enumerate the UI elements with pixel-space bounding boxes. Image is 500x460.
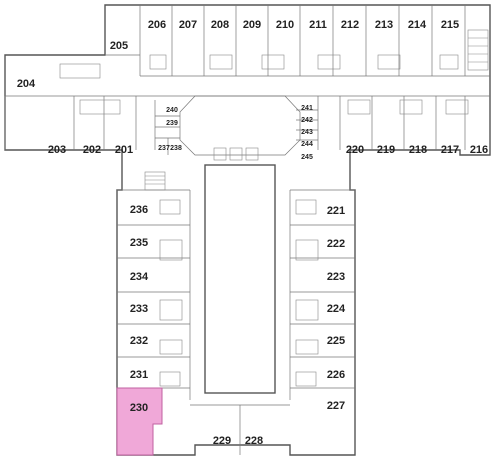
room-220-label[interactable]: 220 <box>346 144 364 156</box>
room-241-label[interactable]: 241 <box>301 105 313 112</box>
room-239-label[interactable]: 239 <box>166 120 178 127</box>
room-215-label[interactable]: 215 <box>441 19 459 31</box>
room-242-label[interactable]: 242 <box>301 117 313 124</box>
room-236-label[interactable]: 236 <box>130 204 148 216</box>
north-room-walls <box>105 5 466 76</box>
room-204-label[interactable]: 204 <box>17 78 36 90</box>
room-235-label[interactable]: 235 <box>130 237 148 249</box>
bathroom-fixtures <box>59 54 469 387</box>
room-201-label[interactable]: 201 <box>115 144 133 156</box>
room-237-label[interactable]: 237 <box>158 145 170 152</box>
highlighted-room-230[interactable] <box>116 387 163 456</box>
room-216-label[interactable]: 216 <box>470 144 488 156</box>
room-225-label[interactable]: 225 <box>327 335 345 347</box>
room-238-label[interactable]: 238 <box>170 145 182 152</box>
room-232-label[interactable]: 232 <box>130 335 148 347</box>
room-219-label[interactable]: 219 <box>377 144 395 156</box>
south-row-walls <box>4 96 466 155</box>
room-228-label[interactable]: 228 <box>245 435 263 447</box>
building-outline <box>4 4 491 456</box>
room-226-label[interactable]: 226 <box>327 369 345 381</box>
room-214-label[interactable]: 214 <box>408 19 427 31</box>
room-labels: 206 207 208 209 210 211 212 213 214 215 … <box>17 19 488 447</box>
room-205-label[interactable]: 205 <box>110 40 128 52</box>
room-245-label[interactable]: 245 <box>301 154 313 161</box>
room-210-label[interactable]: 210 <box>276 19 294 31</box>
room-230-label[interactable]: 230 <box>130 402 148 414</box>
room-233-label[interactable]: 233 <box>130 303 148 315</box>
room-229-label[interactable]: 229 <box>213 435 231 447</box>
room-213-label[interactable]: 213 <box>375 19 393 31</box>
room-218-label[interactable]: 218 <box>409 144 427 156</box>
room-231-label[interactable]: 231 <box>130 369 148 381</box>
room-202-label[interactable]: 202 <box>83 144 101 156</box>
room-227-label[interactable]: 227 <box>327 400 345 412</box>
room-207-label[interactable]: 207 <box>179 19 197 31</box>
room-208-label[interactable]: 208 <box>211 19 229 31</box>
room-209-label[interactable]: 209 <box>243 19 261 31</box>
room-211-label[interactable]: 211 <box>309 19 327 31</box>
room-212-label[interactable]: 212 <box>341 19 359 31</box>
elevator-icon <box>213 147 259 161</box>
room-244-label[interactable]: 244 <box>301 141 313 148</box>
room-222-label[interactable]: 222 <box>327 238 345 250</box>
room-203-label[interactable]: 203 <box>48 144 66 156</box>
room-221-label[interactable]: 221 <box>327 205 345 217</box>
room-217-label[interactable]: 217 <box>441 144 459 156</box>
room-223-label[interactable]: 223 <box>327 271 345 283</box>
room-243-label[interactable]: 243 <box>301 129 313 136</box>
room-240-label[interactable]: 240 <box>166 107 178 114</box>
room-206-label[interactable]: 206 <box>148 19 166 31</box>
room-224-label[interactable]: 224 <box>327 303 346 315</box>
room-234-label[interactable]: 234 <box>130 271 149 283</box>
stairs-icon <box>144 29 489 191</box>
